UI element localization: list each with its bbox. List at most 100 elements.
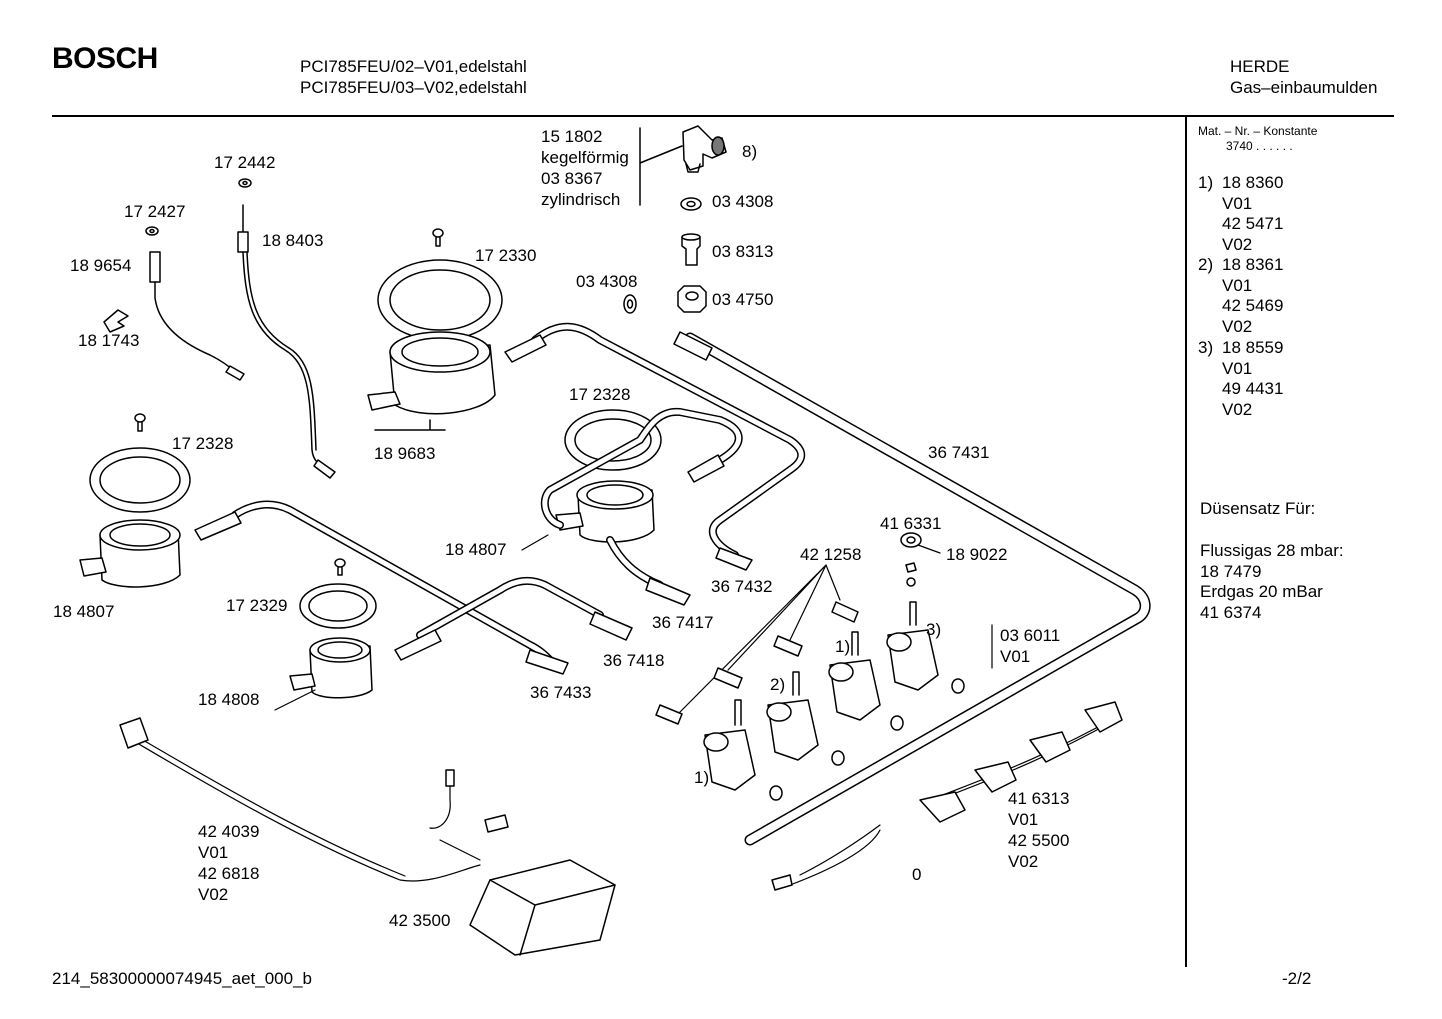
- callout-416331: 41 6331: [880, 514, 942, 533]
- nozzle-icon: [681, 233, 701, 266]
- callout-034308b: 03 4308: [576, 272, 638, 291]
- variant-1-line: V02: [1222, 234, 1253, 254]
- screw-icon: [432, 228, 444, 247]
- callout-421258: 42 1258: [800, 545, 862, 564]
- nozzle-set-list: Flussigas 28 mbar: 18 7479 Erdgas 20 mBa…: [1200, 540, 1344, 622]
- wiring-harness: [119, 717, 509, 882]
- brand-logo: BOSCH: [52, 42, 158, 75]
- footer-file-id: 214_58300000074945_aet_000_b: [52, 969, 312, 988]
- callout-184807a: 18 4807: [53, 602, 115, 621]
- clip-icon: [103, 309, 129, 333]
- variant-1-line: V01: [1222, 193, 1253, 213]
- callout-424039: 42 4039: [198, 822, 260, 841]
- callout-367417: 36 7417: [652, 613, 714, 632]
- spark-electrode-icon: [149, 251, 245, 381]
- elbow-fitting-icon: [682, 125, 727, 173]
- burner-housing-icon: [79, 519, 181, 588]
- callout-038367: 03 8367: [541, 169, 603, 188]
- gas-valve-icon: [703, 601, 939, 791]
- washer-small-icon: [623, 294, 637, 314]
- ignition-module-icon: [469, 859, 616, 956]
- category-label: HERDE: [1230, 57, 1290, 76]
- variant-2-line: 42 5469: [1222, 296, 1284, 316]
- callout-v02c: V02: [1008, 852, 1039, 871]
- model-line-1: PCI785FEU/02–V01,edelstahl: [300, 57, 527, 76]
- callout-172329: 17 2329: [226, 596, 288, 615]
- valve-nozzle-icon: [655, 601, 859, 725]
- callout-034750: 03 4750: [712, 290, 774, 309]
- mat-number-label: Mat. – Nr. – Konstante: [1198, 124, 1318, 138]
- nut-icon: [677, 285, 707, 313]
- callout-189022: 18 9022: [946, 545, 1008, 564]
- callout-367432: 36 7432: [711, 577, 773, 596]
- sidebar-divider: [1185, 117, 1187, 967]
- variant-marker-2: 2): [1198, 255, 1214, 274]
- gas-pipe-367431: [684, 332, 1151, 846]
- screw-icon: [134, 413, 146, 432]
- spring-washer-icon: [900, 532, 922, 587]
- ignition-switch-harness: [771, 701, 1123, 891]
- gas-pipe-rear-burner: [531, 322, 806, 559]
- variant-marker-1: 1): [1198, 173, 1214, 192]
- callout-426818: 42 6818: [198, 864, 260, 883]
- callout-note1a: 1): [694, 768, 710, 787]
- pipe-fitting-icon: [194, 331, 753, 675]
- gas-pipe-left-burner: [231, 500, 554, 664]
- callout-188403: 18 8403: [262, 231, 324, 250]
- burner-housing-icon: [289, 637, 373, 699]
- variant-3-line: V02: [1222, 399, 1253, 419]
- washer-172442-icon: [238, 178, 252, 188]
- callout-172427: 17 2427: [124, 202, 186, 221]
- callout-151802: 15 1802: [541, 127, 603, 146]
- callout-038313: 03 8313: [712, 242, 774, 261]
- o-ring-icon: [769, 678, 965, 801]
- callout-note2: 2): [770, 675, 786, 694]
- callout-367433: 36 7433: [530, 683, 592, 702]
- footer-page-number: -2/2: [1282, 969, 1312, 988]
- leader-lines: [274, 534, 993, 713]
- header-divider: [52, 115, 1394, 117]
- callout-note3: 3): [926, 620, 942, 639]
- callout-367418: 36 7418: [603, 651, 665, 670]
- callout-184807b: 18 4807: [445, 540, 507, 559]
- variant-1-line: 42 5471: [1222, 214, 1284, 234]
- washer-172427-icon: [145, 226, 159, 236]
- gas-pipe-small-burner: [416, 576, 604, 639]
- variant-3-line: V01: [1222, 358, 1253, 378]
- nozzle-line: Flussigas 28 mbar:: [1200, 541, 1344, 560]
- variant-2-line: 18 8361: [1222, 255, 1284, 274]
- callout-zyl: zylindrisch: [541, 190, 621, 209]
- callout-367431: 36 7431: [928, 443, 990, 462]
- callout-172328b: 17 2328: [569, 385, 631, 404]
- callout-184808: 18 4808: [198, 690, 260, 709]
- callout-034308a: 03 4308: [712, 192, 774, 211]
- burner-housing-icon: [555, 480, 655, 543]
- nozzle-set-title: Düsensatz Für:: [1200, 499, 1316, 518]
- callout-v01a: V01: [1000, 647, 1031, 666]
- subcategory-label: Gas–einbaumulden: [1230, 78, 1378, 97]
- nozzle-line: Erdgas 20 mBar: [1200, 582, 1323, 602]
- nozzle-line: 41 6374: [1200, 602, 1262, 622]
- callout-423500: 42 3500: [389, 911, 451, 930]
- callout-note8: 8): [742, 142, 758, 161]
- variant-list-3: 18 8559 V01 49 4431 V02: [1222, 337, 1283, 419]
- callout-189683: 18 9683: [374, 444, 436, 463]
- callout-036011: 03 6011: [1000, 626, 1061, 645]
- variant-3-line: 18 8559: [1222, 338, 1284, 357]
- callout-416313: 41 6313: [1008, 789, 1070, 808]
- mat-number-value: 3740 . . . . . .: [1226, 139, 1293, 153]
- burner-housing-icon: [367, 331, 496, 431]
- callout-v01c: V01: [1008, 810, 1039, 829]
- callout-note1b: 1): [835, 637, 851, 656]
- variant-3-line: 49 4431: [1222, 379, 1284, 399]
- callout-181743: 18 1743: [78, 331, 140, 350]
- callout-425500: 42 5500: [1008, 831, 1070, 850]
- gasket-ring-icon: [89, 447, 191, 513]
- variant-list-1: 18 8360 V01 42 5471 V02: [1222, 172, 1283, 254]
- callout-v01b: V01: [198, 843, 229, 862]
- variant-1-line: 18 8360: [1222, 173, 1284, 192]
- model-line-2: PCI785FEU/03–V02,edelstahl: [300, 78, 527, 97]
- callout-v02b: V02: [198, 885, 229, 904]
- variant-2-line: V01: [1222, 275, 1253, 295]
- callout-172330: 17 2330: [475, 246, 537, 265]
